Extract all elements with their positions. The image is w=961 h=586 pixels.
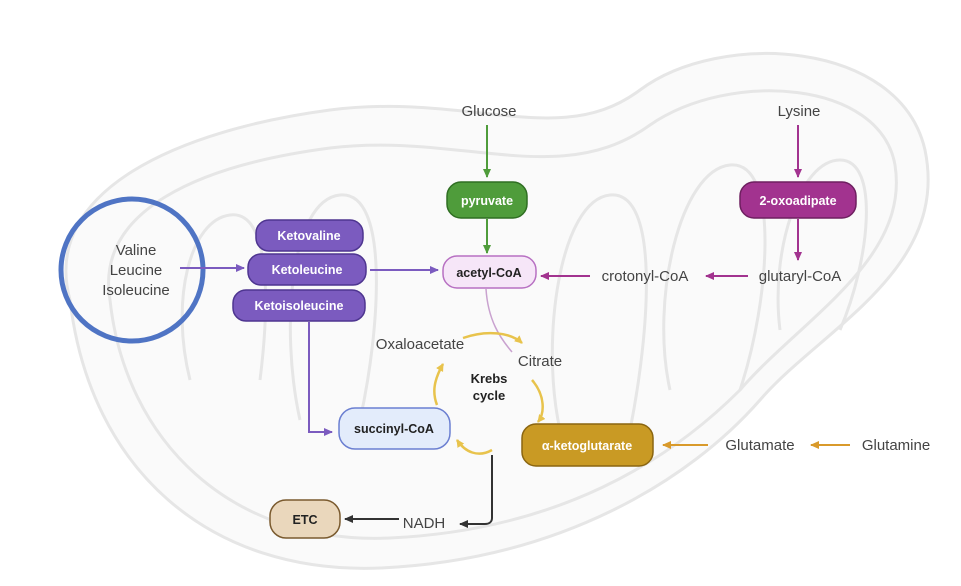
label-lysine: Lysine <box>778 103 821 120</box>
node-acetyl-coa-label: acetyl-CoA <box>456 266 521 280</box>
node-ketovaline-label: Ketovaline <box>277 229 340 243</box>
arrow-ketoacids-to-succinylcoa <box>308 322 333 436</box>
label-oxaloacetate: Oxaloacetate <box>376 336 464 353</box>
label-glutaryl-coa: glutaryl-CoA <box>759 268 842 285</box>
label-krebs: Krebs <box>471 371 508 386</box>
label-nadh: NADH <box>403 515 446 532</box>
label-citrate: Citrate <box>518 353 562 370</box>
arrow-acetylcoa-to-citrate <box>485 288 513 353</box>
node-acetyl-coa <box>442 255 537 289</box>
krebs-cycle <box>433 331 546 455</box>
node-ketoleucine-label: Ketoleucine <box>272 263 343 277</box>
keto-acid-stack: Ketovaline Ketoleucine Ketoisoleucine <box>232 219 367 322</box>
node-ketoleucine <box>247 253 367 286</box>
node-pyruvate-label: pyruvate <box>461 194 513 208</box>
bcaa-label-leucine: Leucine <box>110 262 163 279</box>
node-ketoisoleucine-label: Ketoisoleucine <box>255 299 344 313</box>
node-ketovaline <box>255 219 364 252</box>
arrow-cycle-to-nadh <box>459 455 493 528</box>
node-etc-label: ETC <box>293 513 318 527</box>
mitochondrion-background <box>64 52 930 570</box>
node-pyruvate <box>446 181 528 219</box>
node-succinyl-coa-label: succinyl-CoA <box>354 422 434 436</box>
bcaa-label-valine: Valine <box>116 242 157 259</box>
node-2-oxoadipate-label: 2-oxoadipate <box>759 194 836 208</box>
label-glutamate: Glutamate <box>725 437 794 454</box>
node-alpha-ketoglutarate-label: α-ketoglutarate <box>542 439 632 453</box>
node-succinyl-coa <box>338 407 451 450</box>
label-crotonyl-coa: crotonyl-CoA <box>602 268 689 285</box>
bcaa-label-isoleucine: Isoleucine <box>102 282 170 299</box>
node-2-oxoadipate <box>739 181 857 219</box>
bcaa-highlight-circle <box>58 196 206 344</box>
label-glucose: Glucose <box>461 103 516 120</box>
node-ketoisoleucine <box>232 289 366 322</box>
node-etc <box>269 499 341 539</box>
label-cycle: cycle <box>473 388 506 403</box>
node-alpha-ketoglutarate <box>521 423 654 467</box>
label-glutamine: Glutamine <box>862 437 930 454</box>
